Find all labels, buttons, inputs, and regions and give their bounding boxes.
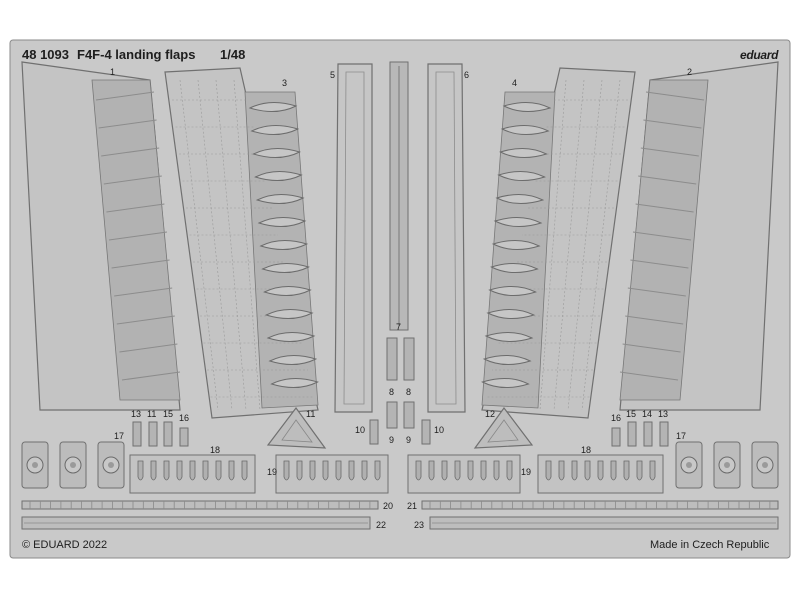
- part-6: [427, 63, 466, 413]
- part-4: [481, 67, 636, 419]
- part-number-15a: 15: [163, 409, 174, 419]
- part-number-13b: 13: [658, 409, 669, 419]
- part-number-22: 22: [376, 520, 387, 530]
- part-2: [619, 61, 779, 411]
- catalog-number: 48 1093: [22, 47, 69, 62]
- part-number-18b: 18: [581, 445, 592, 455]
- small-strips-left: [132, 421, 189, 447]
- part-11-triangle: [266, 406, 327, 449]
- part-number-8b: 8: [406, 387, 412, 397]
- parts-8-9-10: [369, 337, 431, 445]
- part-number-11c: 11: [147, 409, 157, 419]
- part-number-7: 7: [396, 322, 402, 332]
- part-number-12: 12: [485, 409, 496, 419]
- part-number-20: 20: [383, 501, 394, 511]
- part-12-triangle: [473, 406, 534, 449]
- part-number-18a: 18: [210, 445, 221, 455]
- part-number-11a: 11: [306, 409, 316, 419]
- parts-18-19-clip-rows: [129, 454, 664, 494]
- part-number-9b: 9: [406, 435, 412, 445]
- part-number-8a: 8: [389, 387, 395, 397]
- part-number-19b: 19: [521, 467, 532, 477]
- part-number-2: 2: [687, 67, 693, 77]
- long-strips: [21, 500, 779, 530]
- part-7: [389, 61, 409, 331]
- part-number-17b: 17: [676, 431, 687, 441]
- small-strips-right: [611, 421, 669, 447]
- part-number-3: 3: [282, 78, 288, 88]
- part-number-16a: 16: [179, 413, 190, 423]
- part-1: [21, 61, 181, 411]
- part-number-14: 14: [642, 409, 653, 419]
- part-number-15b: 15: [626, 409, 637, 419]
- brand-logo: eduard: [740, 48, 779, 62]
- part-5: [334, 63, 373, 413]
- part-number-9a: 9: [389, 435, 395, 445]
- part-number-19a: 19: [267, 467, 278, 477]
- part-number-6: 6: [464, 70, 470, 80]
- origin: Made in Czech Republic: [650, 539, 770, 551]
- part-number-5: 5: [330, 70, 336, 80]
- part-number-17a: 17: [114, 431, 125, 441]
- part-17-fittings: [21, 441, 779, 489]
- copyright: © EDUARD 2022: [22, 539, 108, 551]
- part-number-23: 23: [414, 520, 425, 530]
- set-name: F4F-4 landing flaps: [77, 47, 196, 62]
- part-number-21: 21: [407, 501, 418, 511]
- part-number-13a: 13: [131, 409, 142, 419]
- part-number-10b: 10: [434, 425, 445, 435]
- part-number-10a: 10: [355, 425, 366, 435]
- part-number-1: 1: [110, 67, 116, 77]
- part-number-16b: 16: [611, 413, 622, 423]
- part-3: [164, 67, 319, 419]
- part-number-4: 4: [512, 78, 518, 88]
- scale: 1/48: [220, 47, 246, 62]
